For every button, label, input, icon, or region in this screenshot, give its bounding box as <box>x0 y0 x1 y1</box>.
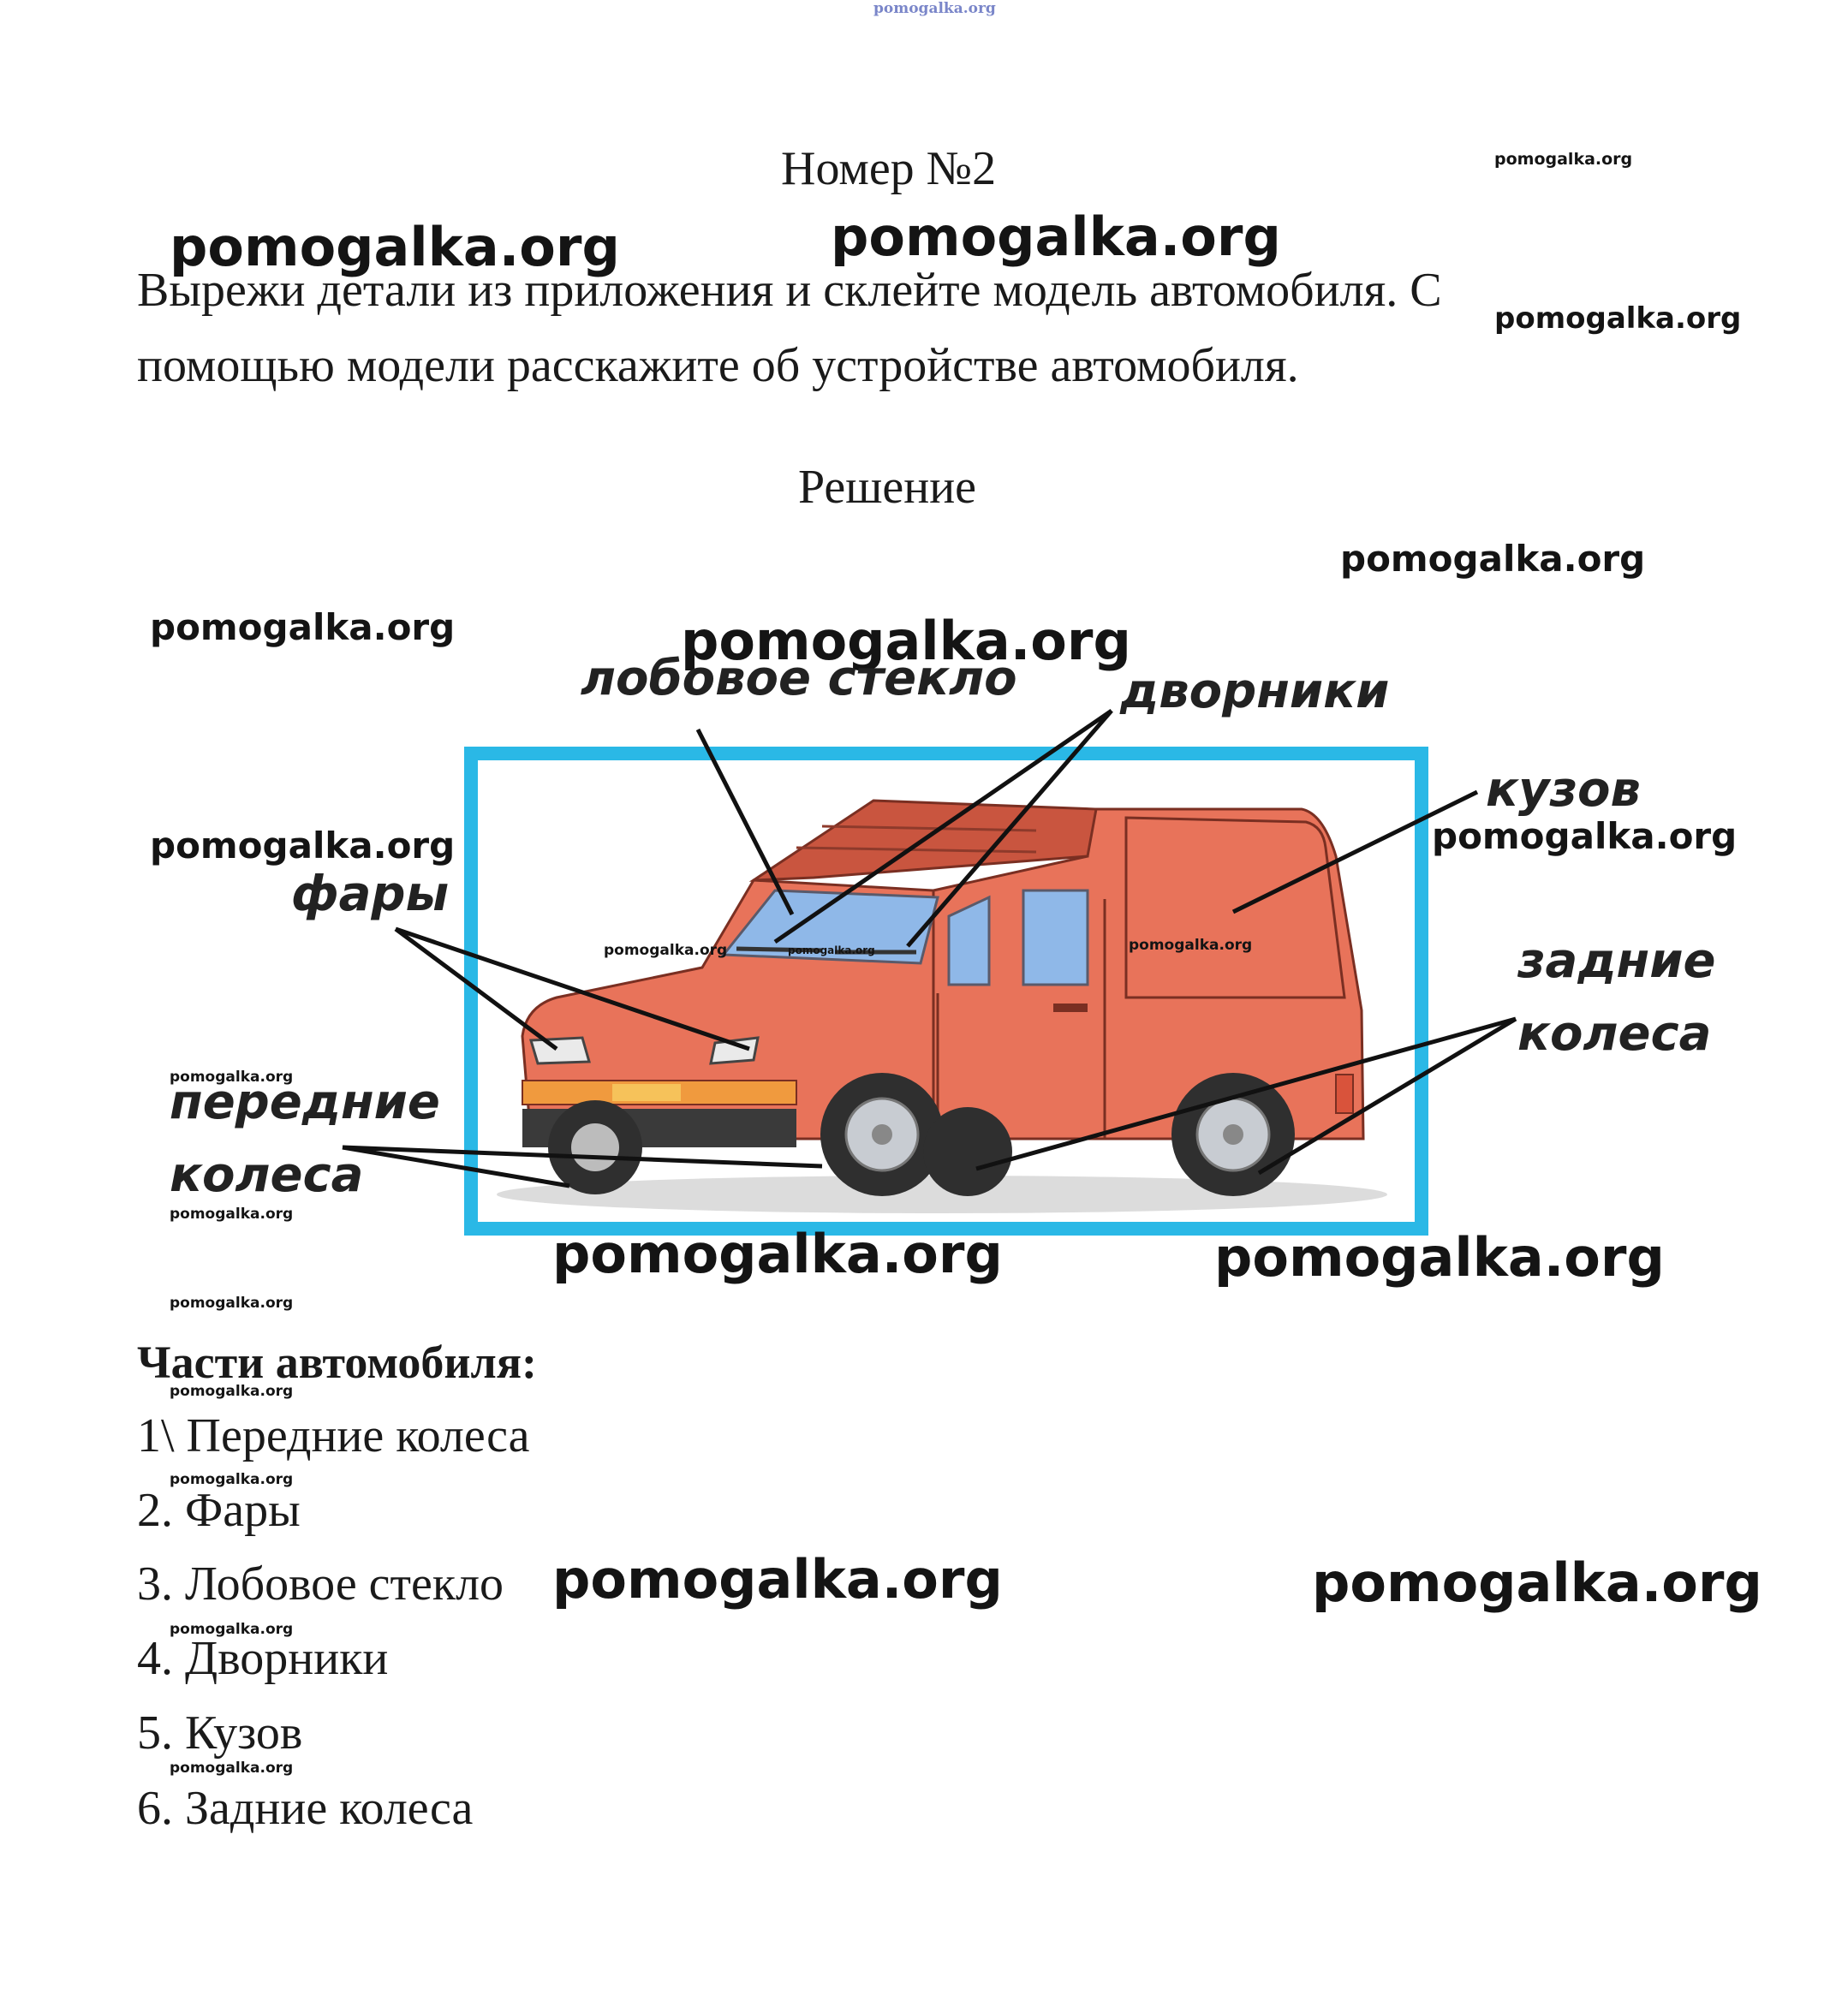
label-headlights: фары <box>291 867 450 922</box>
list-item: 3. Лобовое стекло <box>137 1557 504 1611</box>
watermark: pomogalka.org <box>1214 1226 1665 1289</box>
watermark: pomogalka.org <box>170 1295 294 1312</box>
watermark: pomogalka.org <box>681 610 1131 672</box>
watermark: pomogalka.org <box>552 1223 1003 1285</box>
watermark: pomogalka.org <box>1494 150 1633 169</box>
watermark: pomogalka.org <box>1494 301 1742 336</box>
diagram-frame <box>464 747 1428 1236</box>
watermark: pomogalka.org <box>831 205 1281 268</box>
windshield <box>720 889 939 965</box>
watermark: pomogalka.org <box>1312 1551 1762 1614</box>
watermark-top: pomogalka.org <box>873 0 996 17</box>
watermark: pomogalka.org <box>170 1471 294 1488</box>
solution-heading: Решение <box>798 461 977 514</box>
watermark: pomogalka.org <box>552 1548 1003 1611</box>
wheel-front-right <box>820 1073 944 1196</box>
watermark: pomogalka.org <box>788 944 875 956</box>
watermark: pomogalka.org <box>170 1069 294 1086</box>
roof-ribs <box>796 825 1037 854</box>
parts-heading: Части автомобиля: <box>137 1337 538 1388</box>
watermark: pomogalka.org <box>170 1760 294 1777</box>
label-wipers: дворники <box>1120 664 1390 719</box>
watermark: pomogalka.org <box>1340 538 1646 580</box>
label-windshield: лобовое стекло <box>581 651 1017 706</box>
list-item: 6. Задние колеса <box>137 1782 474 1835</box>
label-body: кузов <box>1486 762 1641 818</box>
list-item: 2. Фары <box>137 1484 301 1537</box>
watermark: pomogalka.org <box>1129 937 1253 954</box>
label-rear-wheels-2: колеса <box>1517 1006 1712 1062</box>
watermark: pomogalka.org <box>604 942 728 959</box>
list-item: 1\ Передние колеса <box>137 1409 530 1462</box>
watermark: pomogalka.org <box>150 825 456 867</box>
watermark: pomogalka.org <box>170 1383 294 1400</box>
label-rear-wheels-1: задние <box>1517 933 1716 989</box>
side-window-1 <box>947 895 991 986</box>
wheel-rear-left <box>923 1107 1012 1196</box>
watermark: pomogalka.org <box>170 1621 294 1638</box>
headlight-right <box>709 1036 760 1065</box>
headlight-left <box>529 1036 591 1065</box>
list-item: 4. Дворники <box>137 1632 389 1685</box>
label-front-wheels-1: передние <box>170 1075 440 1130</box>
page-title: Номер №2 <box>781 142 997 195</box>
watermark: pomogalka.org <box>170 1206 294 1223</box>
side-window-2 <box>1022 889 1089 986</box>
cargo-panel <box>1124 816 1346 999</box>
watermark: pomogalka.org <box>170 216 620 278</box>
watermark: pomogalka.org <box>1432 815 1738 857</box>
pointer-lines <box>342 708 1517 1188</box>
wiper-left <box>736 946 823 953</box>
watermark: pomogalka.org <box>150 606 456 648</box>
wheel-rear-right <box>1171 1073 1295 1196</box>
list-item: 5. Кузов <box>137 1706 303 1760</box>
car-shadow <box>497 1176 1387 1213</box>
label-front-wheels-2: колеса <box>170 1147 364 1203</box>
wheel-front-left <box>548 1100 642 1194</box>
task-text: Вырежи детали из приложения и склейте мо… <box>137 264 1442 392</box>
